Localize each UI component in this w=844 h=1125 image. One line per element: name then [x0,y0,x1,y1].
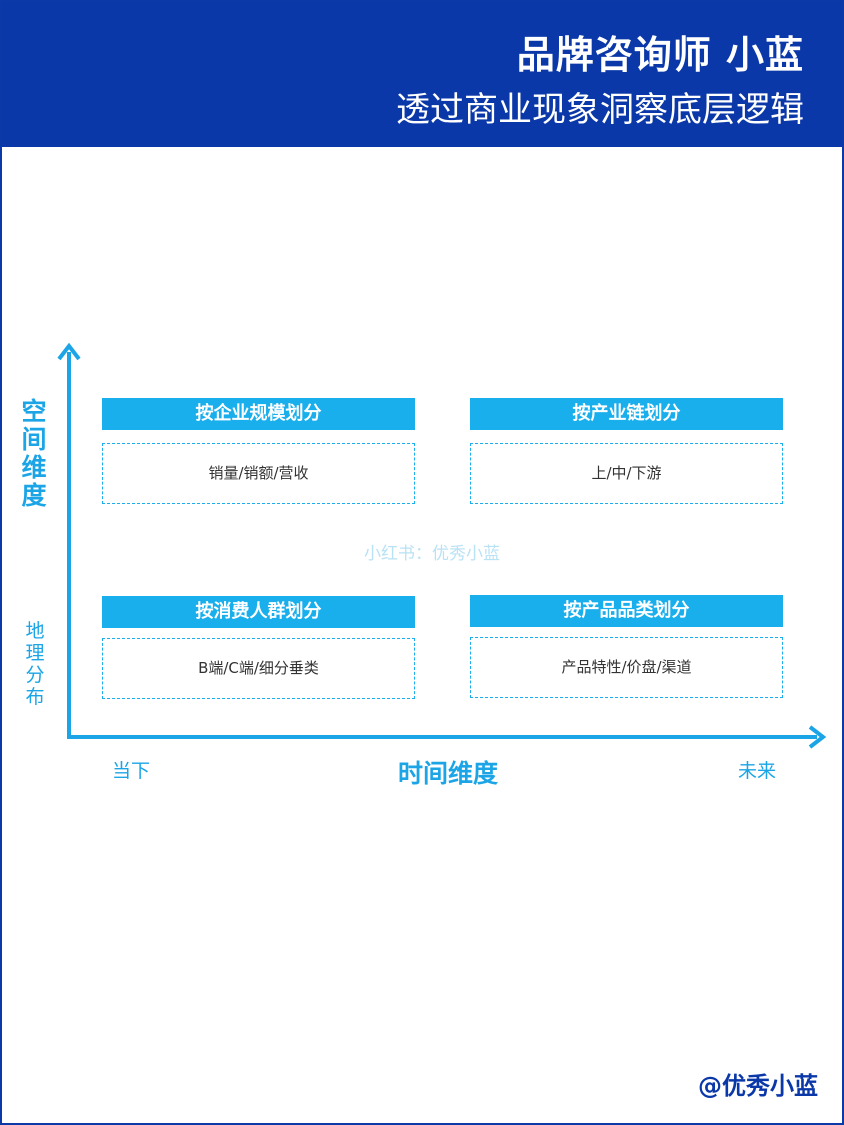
quadrant-top-right-content: 上/中/下游 [470,443,783,504]
quadrant-top-left-title: 按企业规模划分 [102,398,415,430]
y-axis-title: 空间维度 [21,397,47,510]
x-axis-title: 时间维度 [398,759,499,788]
footer-handle: @优秀小蓝 [698,1072,818,1100]
x-axis-arrow-icon [808,725,827,749]
header-banner: 品牌咨询师 小蓝 透过商业现象洞察底层逻辑 [2,2,842,147]
x-axis-end-label: 未来 [738,760,777,782]
quadrant-bottom-left-title: 按消费人群划分 [102,596,415,628]
quadrant-bottom-right-title: 按产品品类划分 [470,595,783,627]
x-axis-start-label: 当下 [112,760,151,782]
quadrant-top-left-content: 销量/销额/营收 [102,443,415,504]
quadrant-bottom-left-content: B端/C端/细分垂类 [102,638,415,699]
quadrant-bottom-right-content: 产品特性/价盘/渠道 [470,637,783,698]
y-axis-arrow-icon [57,342,81,361]
watermark: 小红书：优秀小蓝 [364,544,500,564]
y-axis-subtitle: 地理分布 [25,620,45,708]
header-title: 品牌咨询师 小蓝 [516,33,804,77]
header-subtitle: 透过商业现象洞察底层逻辑 [396,90,804,130]
quadrant-top-right-title: 按产业链划分 [470,398,783,430]
